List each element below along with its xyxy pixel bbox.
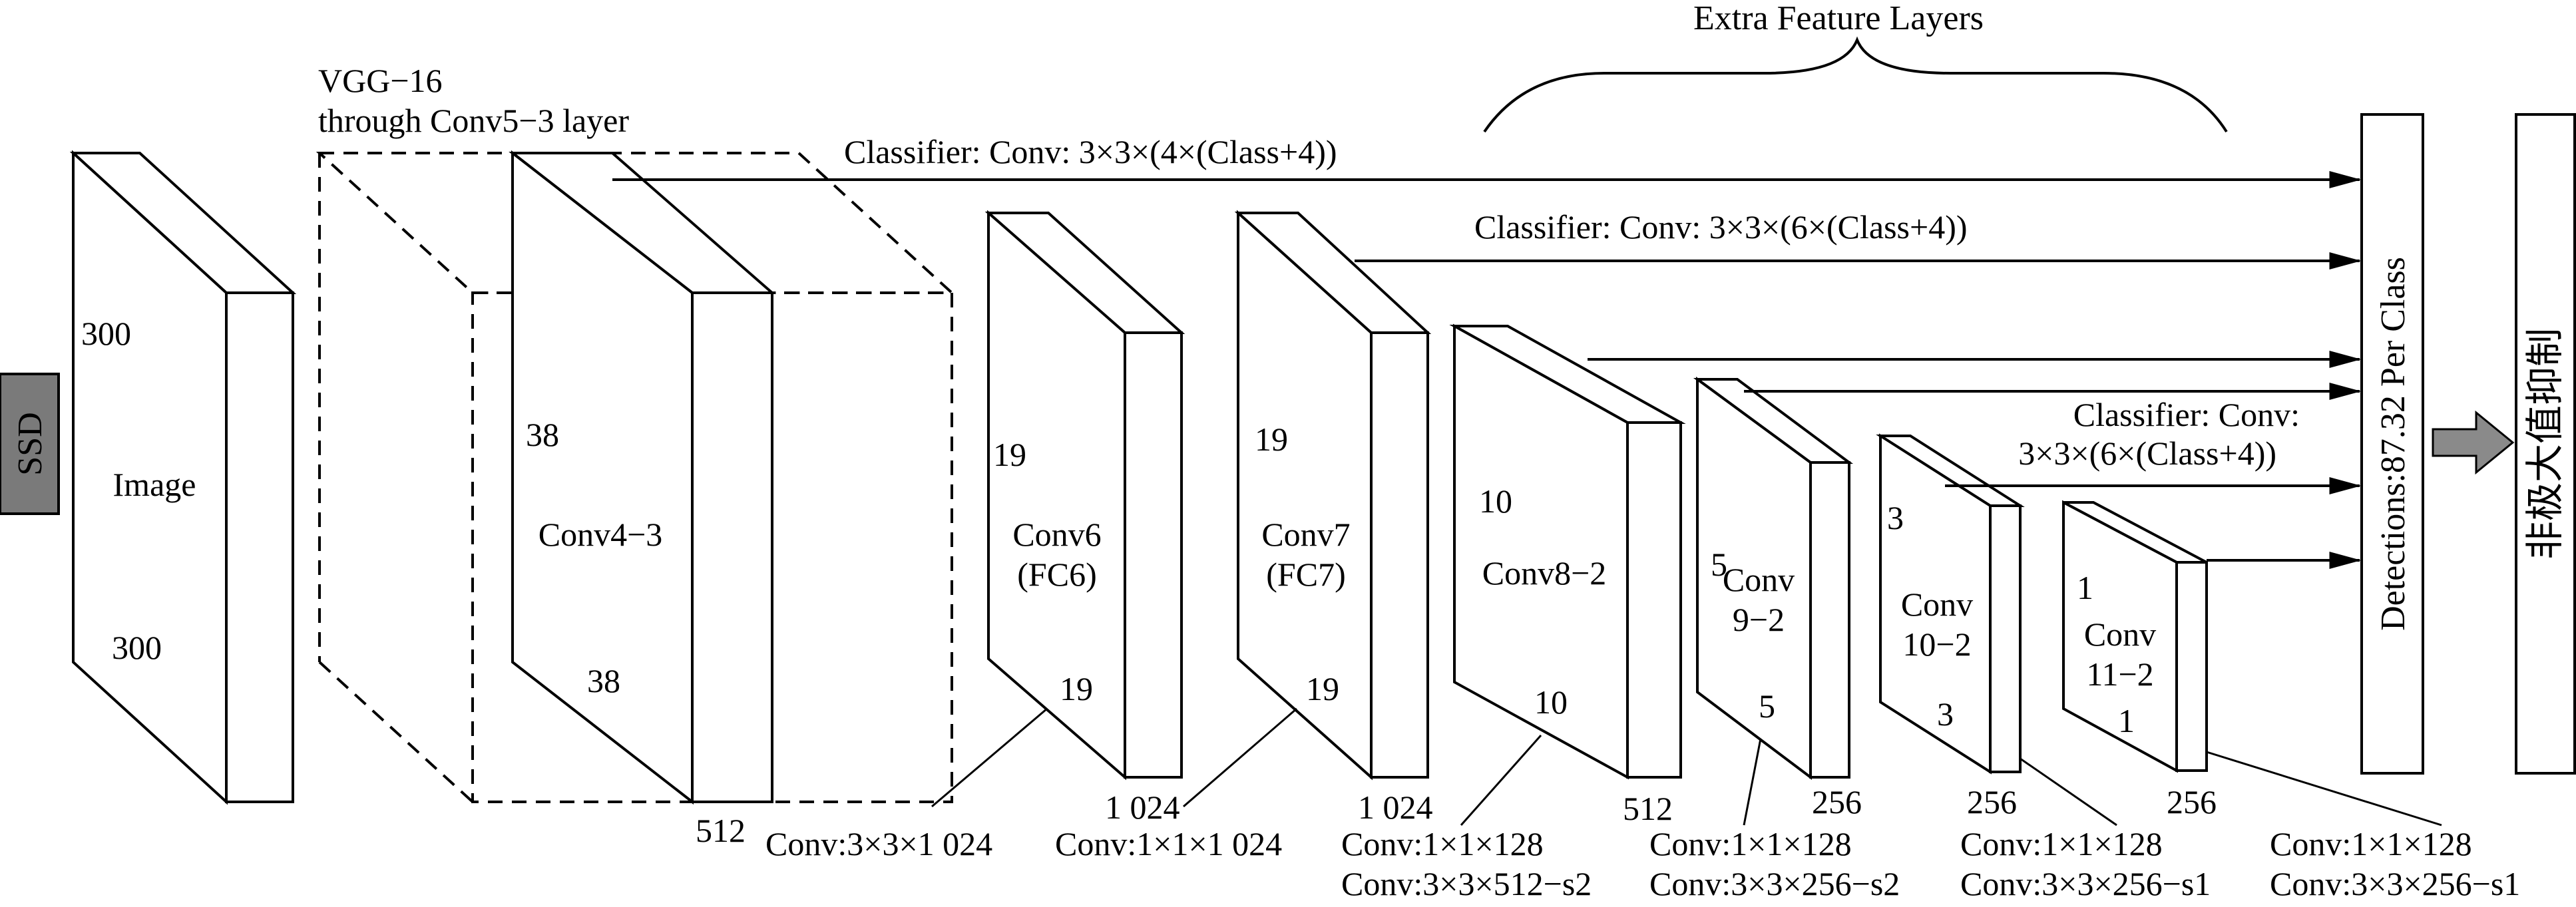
conv9-2-block <box>1693 377 1854 781</box>
conv9-2-label-line1: Conv <box>1723 561 1795 598</box>
conv9-2-op-label-line1: Conv:1×1×128 <box>1649 825 1852 862</box>
extra-feature-layers-title: Extra Feature Layers <box>1693 0 1984 37</box>
classifier-label-1: Classifier: Conv: 3×3×(4×(Class+4)) <box>844 133 1337 170</box>
classifier-arrows <box>612 171 2362 569</box>
conv8-2-height-label: 10 <box>1479 482 1512 520</box>
conv8-2-op-label-line2: Conv:3×3×512−s2 <box>1341 865 1592 902</box>
conv7-block <box>1234 210 1432 781</box>
nms-arrow <box>2432 410 2515 475</box>
conv11-2-label-line2: 11−2 <box>2086 655 2153 693</box>
conv10-2-label-line2: 10−2 <box>1902 626 1971 663</box>
conv7-op-label: Conv:1×1×1 024 <box>1055 825 1282 862</box>
conv8-2-op-label-line1: Conv:1×1×128 <box>1341 825 1544 862</box>
conv6-op-label: Conv:3×3×1 024 <box>765 825 992 862</box>
conv11-2-label-line1: Conv <box>2084 616 2156 653</box>
conv4-3-width-label: 38 <box>587 662 620 699</box>
detections-label: Detections:87.32 Per Class <box>2374 257 2412 631</box>
classifier-label-2: Classifier: Conv: 3×3×(6×(Class+4)) <box>1474 208 1968 246</box>
conv11-2-channel-label: 256 <box>2167 783 2217 820</box>
conv6-label-line1: Conv6 <box>1012 516 1101 553</box>
conv9-2-label-line2: 9−2 <box>1733 601 1785 638</box>
image-width-label: 300 <box>112 629 162 666</box>
conv6-label-line2: (FC6) <box>1017 556 1096 593</box>
conv9-2-op-label-line2: Conv:3×3×256−s2 <box>1649 865 1900 902</box>
conv4-3-label: Conv4−3 <box>538 516 663 553</box>
conv11-2-block <box>2062 500 2208 773</box>
image-block <box>69 150 297 805</box>
conv7-label-line1: Conv7 <box>1261 516 1350 553</box>
conv10-2-width-label: 3 <box>1937 695 1954 733</box>
conv4-3-block <box>509 150 776 805</box>
conv8-2-width-label: 10 <box>1534 683 1568 721</box>
conv7-width-label: 19 <box>1306 670 1339 707</box>
conv10-2-channel-label: 256 <box>1967 783 2017 820</box>
conv11-2-width-label: 1 <box>2118 702 2135 739</box>
image-height-label: 300 <box>81 315 131 352</box>
conv9-2-height-label: 5 <box>1711 546 1727 583</box>
detections-box <box>2360 113 2424 775</box>
nms-label: 非极大值抑制 <box>2523 328 2567 560</box>
classifier-label-3-line2: 3×3×(6×(Class+4)) <box>2018 435 2276 472</box>
conv9-2-width-label: 5 <box>1759 687 1775 725</box>
vgg-caption-line2: through Conv5−3 layer <box>318 102 629 139</box>
conv7-label-line2: (FC7) <box>1266 556 1345 593</box>
conv4-3-channel-label: 512 <box>696 812 746 849</box>
conv11-2-op-label-line2: Conv:3×3×256−s1 <box>2270 865 2520 902</box>
vgg-caption-line1: VGG−16 <box>318 62 443 99</box>
conv8-2-channel-label: 512 <box>1623 790 1673 827</box>
conv7-channel-label: 1 024 <box>1358 789 1433 826</box>
conv9-2-channel-label: 256 <box>1812 783 1862 820</box>
image-label: Image <box>113 466 196 503</box>
conv10-2-height-label: 3 <box>1887 499 1904 536</box>
conv6-width-label: 19 <box>1060 670 1093 707</box>
conv7-height-label: 19 <box>1255 421 1288 458</box>
conv10-2-op-label-line1: Conv:1×1×128 <box>1960 825 2163 862</box>
classifier-label-3-line1: Classifier: Conv: <box>2073 396 2300 433</box>
nms-box <box>2515 113 2576 775</box>
conv8-2-block <box>1449 323 1686 780</box>
conv11-2-op-label-line1: Conv:1×1×128 <box>2270 825 2472 862</box>
ssd-label-box <box>0 373 60 515</box>
conv4-3-height-label: 38 <box>526 416 559 453</box>
conv6-block <box>984 210 1185 781</box>
conv6-channel-label: 1 024 <box>1105 789 1180 826</box>
conv6-height-label: 19 <box>993 436 1026 473</box>
conv10-2-block <box>1876 433 2025 775</box>
conv8-2-label: Conv8−2 <box>1482 554 1607 592</box>
extra-layers-brace <box>1483 36 2228 133</box>
conv11-2-height-label: 1 <box>2077 569 2093 606</box>
ssd-label: SSD <box>11 412 49 475</box>
op-leader-lines <box>931 707 2442 826</box>
conv10-2-op-label-line2: Conv:3×3×256−s1 <box>1960 865 2211 902</box>
conv10-2-label-line1: Conv <box>1901 586 1973 623</box>
